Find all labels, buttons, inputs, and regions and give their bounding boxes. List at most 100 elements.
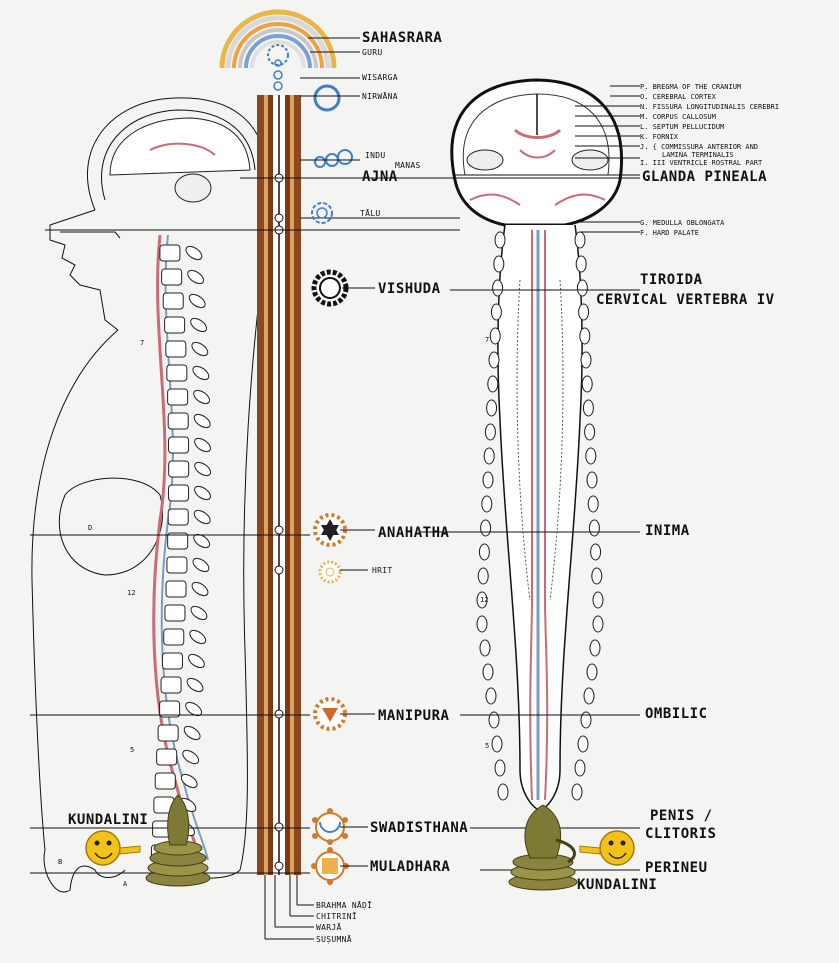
vertebra-process <box>190 605 208 621</box>
label-manipura: MANIPURA <box>378 708 450 724</box>
label-nirwana: NIRWĀNA <box>362 91 398 101</box>
vertebra-process <box>193 413 211 429</box>
body-letter-7: 7 <box>140 339 144 347</box>
vertebra-process <box>194 485 211 501</box>
vertebra-side <box>486 399 498 417</box>
body-letter-a: A <box>123 880 128 888</box>
vertebra-side <box>571 783 583 801</box>
kundalini-snake-left <box>145 794 211 887</box>
vertebra-process <box>194 461 212 477</box>
vertebra-side <box>587 495 599 513</box>
guru-symbol <box>274 59 282 67</box>
vertebra-side <box>580 711 592 729</box>
vertebra-side <box>574 759 586 777</box>
body-letter-12: 12 <box>127 589 135 597</box>
vertebra-side <box>497 783 509 801</box>
vertebra <box>167 508 189 526</box>
center-leader-lines <box>264 37 375 940</box>
vertebra <box>167 532 189 550</box>
vishuda-symbol <box>311 269 349 307</box>
vertebra-process <box>185 245 203 261</box>
nadi-node <box>274 525 284 535</box>
vertebra-side <box>476 591 488 609</box>
label-ombilic: OMBILIC <box>645 706 708 722</box>
body-letter-d: D <box>88 524 92 532</box>
vertebra <box>166 364 188 382</box>
legend-fissura: N. FISSURA LONGITUDINALIS CEREBRI <box>640 103 779 111</box>
label-ajna: AJNA <box>362 169 398 185</box>
vertebra <box>166 556 188 574</box>
label-tiroida: TIROIDA <box>640 272 703 288</box>
legend-ventricle: I. III VENTRICLE ROSTRAL PART <box>640 159 763 167</box>
vertebra-side <box>490 303 502 321</box>
vertebra-process <box>189 629 207 645</box>
vertebra-process <box>185 701 203 717</box>
body-letter-b: B <box>58 858 62 866</box>
vertebra-side <box>491 735 503 753</box>
vertebra-side <box>579 327 591 345</box>
vertebra-side <box>482 663 494 681</box>
vertebra <box>156 748 178 766</box>
body-profile <box>31 97 271 893</box>
vertebra <box>160 676 182 694</box>
vertebra-side <box>580 351 592 369</box>
vertebra-side <box>493 255 505 273</box>
vertebra-side <box>589 639 601 657</box>
label-brahma-nadi: BRAHMA NĀḌĪ <box>316 900 372 910</box>
vertebra <box>168 484 190 502</box>
vertebra <box>165 340 187 358</box>
vertebra <box>164 604 186 622</box>
vertebra-side <box>477 567 489 585</box>
vertebra-process <box>190 317 208 333</box>
vertebra-process <box>193 509 211 525</box>
legend-septum: L. SEPTUM PELLUCIDUM <box>640 123 724 131</box>
vertebra <box>164 316 186 334</box>
pointing-emoji-right <box>579 830 635 866</box>
vertebra <box>168 436 190 454</box>
legend-corpus-callosum: M. CORPUS CALLOSUM <box>640 113 716 121</box>
vertebra-process <box>193 533 211 549</box>
vertebra-side <box>481 495 493 513</box>
legend-hard-palate: F. HARD PALATE <box>640 229 699 237</box>
vertebra-side <box>476 615 488 633</box>
legend-bregma: P. BREGMA OF THE CRANIUM <box>640 83 741 91</box>
vertebra <box>159 700 181 718</box>
label-clitoris: CLITORIS <box>645 826 716 842</box>
vertebra-process <box>186 677 204 693</box>
wisarga-symbol-2 <box>273 81 283 91</box>
legend-medulla: G. MEDULLA OBLONGATA <box>640 219 725 227</box>
front-anatomy <box>450 78 623 811</box>
label-perineu: PERINEU <box>645 860 708 876</box>
vertebra-side <box>578 303 590 321</box>
legend-cerebral-cortex: O. CEREBRAL CORTEX <box>640 93 717 101</box>
kundalini-snake-right <box>508 804 578 891</box>
vertebra-side <box>577 735 589 753</box>
vertebra-side <box>574 231 586 249</box>
vertebra-process <box>191 581 209 597</box>
legend-commissura: J. { COMMISSURA ANTERIOR AND <box>640 143 758 151</box>
vertebra-side <box>488 351 500 369</box>
vertebra-side <box>582 399 594 417</box>
vertebra <box>168 460 190 478</box>
vertebra-side <box>592 591 604 609</box>
nadi-node <box>274 565 284 575</box>
vertebra-side <box>482 471 494 489</box>
vertebra-side <box>488 711 500 729</box>
nadi-node <box>274 709 284 719</box>
vertebra <box>165 580 187 598</box>
vertebra-side <box>494 759 506 777</box>
vertebra-process <box>194 437 211 453</box>
vertebra-side <box>586 663 598 681</box>
label-warja: WARJĀ <box>316 922 342 932</box>
wisarga-symbol <box>273 70 283 80</box>
nadi-node <box>274 822 284 832</box>
vertebra-side <box>478 543 490 561</box>
nadi-column <box>257 95 301 875</box>
vertebra-process <box>193 389 211 405</box>
vertebra-process <box>182 749 200 765</box>
vertebra-process <box>180 773 198 789</box>
label-guru: GURU <box>362 48 382 57</box>
label-glanda-pineala: GLANDA PINEALA <box>642 169 767 185</box>
label-hrit: HRIT <box>372 566 392 575</box>
